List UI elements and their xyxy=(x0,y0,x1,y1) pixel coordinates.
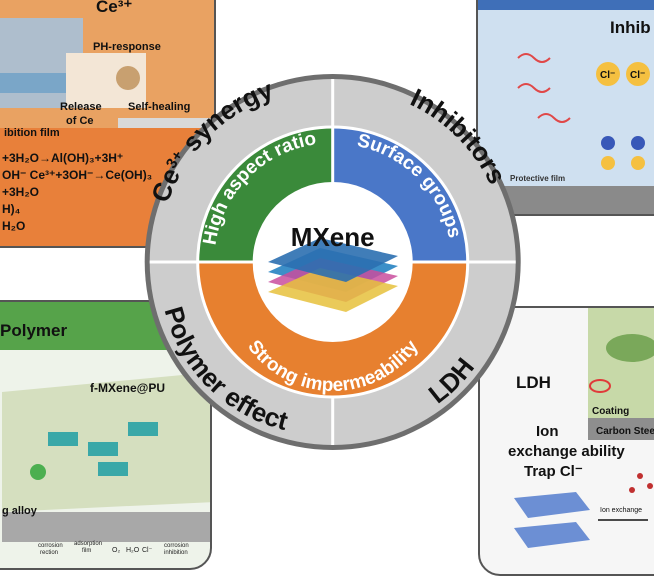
ce-panel-art: Ce³⁺ PH-response Release of Ce Self-heal… xyxy=(0,0,213,233)
ion-exchange-label: Ion exchange xyxy=(600,507,642,514)
surface-ion-5 xyxy=(631,156,645,170)
inhibitor-chain-2 xyxy=(517,83,551,93)
equation-4: H)₄ xyxy=(2,202,21,216)
coating-label: Coating xyxy=(592,406,629,417)
center-title: MXene xyxy=(291,222,375,252)
equation-3: +3H₂O xyxy=(2,185,39,199)
ldh-ion-2 xyxy=(647,483,653,489)
ce-film-layer xyxy=(0,73,83,93)
mxene-ring-diagram: MXene High aspect ratio Surface groups S… xyxy=(131,60,521,454)
surface-ion-1 xyxy=(601,136,615,150)
inhibitors-panel: Inhib Cl⁻ Cl⁻ Protective film xyxy=(476,0,654,216)
legend-inhibition-1: corrosion xyxy=(164,543,189,549)
ldh-coating-block xyxy=(588,308,654,418)
protective-film-label: Protective film xyxy=(510,174,565,183)
ce-synergy-panel: Ce³⁺ PH-response Release of Ce Self-heal… xyxy=(0,0,216,248)
chloride-label-2: Cl⁻ xyxy=(630,70,645,81)
legend-corrosion-1: corrosion xyxy=(38,543,63,549)
carbon-steel-block xyxy=(588,418,654,440)
legend-corrosion-inhibition: corrosion inhibition xyxy=(164,543,190,556)
equation-5: H₂O xyxy=(2,219,25,233)
mxene-flake-4 xyxy=(98,462,128,476)
equation-1: +3H₂O→Al(OH)₃+3H⁺ xyxy=(2,151,123,165)
inhibitors-header-bar xyxy=(478,0,654,10)
inhibitors-panel-title: Inhib xyxy=(610,18,651,37)
ce-particle xyxy=(116,66,140,90)
alloy-label: g alloy xyxy=(2,505,38,517)
ldh-highlight-ring xyxy=(589,379,611,393)
ldh-desc-line-1: Ion xyxy=(536,423,559,440)
adsorption-particle xyxy=(30,464,46,480)
carbon-steel-label: Carbon Steel xyxy=(596,426,654,437)
legend-adsorption-1: adsorption xyxy=(74,541,102,547)
surface-ion-4 xyxy=(601,156,615,170)
inhibitor-chain-1 xyxy=(517,53,551,63)
legend-corrosion-2: rection xyxy=(40,550,58,556)
self-healing-label: Self-healing xyxy=(128,101,190,113)
legend-o2: O₂ xyxy=(112,547,120,554)
mxene-flake-1 xyxy=(48,432,78,446)
release-label: Release of Ce xyxy=(60,101,105,127)
ldh-panel: LDH Coating Carbon Steel Ion exchange ab… xyxy=(478,306,654,576)
legend-inhibition-2: inhibition xyxy=(164,550,188,556)
crystal-layer-4 xyxy=(268,238,398,282)
ldh-desc-line-3: Trap Cl⁻ xyxy=(524,463,583,480)
mxene-crystal-icon xyxy=(268,238,398,312)
chloride-ion-1 xyxy=(596,62,620,86)
legend-h2o: H₂O xyxy=(126,547,140,554)
ce-panel-title: Ce³⁺ xyxy=(96,0,132,16)
polymer-panel-title: Polymer xyxy=(0,321,67,340)
polymer-panel: Polymer f-MXene@PU g alloy corrosion rec… xyxy=(0,300,212,570)
inhibitor-chain-3 xyxy=(537,113,571,123)
polymer-panel-art: Polymer f-MXene@PU g alloy corrosion rec… xyxy=(0,302,210,556)
crystal-layer-3 xyxy=(268,268,398,312)
ldh-panel-art: LDH Coating Carbon Steel Ion exchange ab… xyxy=(508,308,654,548)
ldh-sheet-1 xyxy=(514,492,590,518)
release-line-1: Release xyxy=(60,101,102,113)
ldh-structure xyxy=(606,334,654,362)
f-mxene-pu-label: f-MXene@PU xyxy=(90,381,165,395)
ldh-ion-3 xyxy=(629,487,635,493)
mxene-flake-2 xyxy=(88,442,118,456)
ph-response-label: PH-response xyxy=(93,41,161,53)
legend-adsorption-film: adsorption film xyxy=(74,541,104,554)
self-healing-bar xyxy=(118,118,213,128)
ldh-panel-title: LDH xyxy=(516,373,551,392)
chloride-label-1: Cl⁻ xyxy=(600,70,615,81)
legend-cl: Cl⁻ xyxy=(142,547,153,554)
alloy-substrate xyxy=(2,512,210,542)
release-line-2: of Ce xyxy=(66,115,94,127)
inhibition-film-label: ibition film xyxy=(4,127,60,139)
mxene-flake-3 xyxy=(128,422,158,436)
chloride-ion-2 xyxy=(626,62,650,86)
ldh-desc-line-2: exchange ability xyxy=(508,443,625,460)
legend-adsorption-2: film xyxy=(82,548,91,554)
ldh-ion-1 xyxy=(637,473,643,479)
surface-ion-2 xyxy=(631,136,645,150)
legend-corrosion-reaction: corrosion rection xyxy=(38,543,64,556)
ldh-sheet-2 xyxy=(514,522,590,548)
equation-2: OH⁻ Ce³⁺+3OH⁻→Ce(OH)₃ xyxy=(2,168,152,182)
